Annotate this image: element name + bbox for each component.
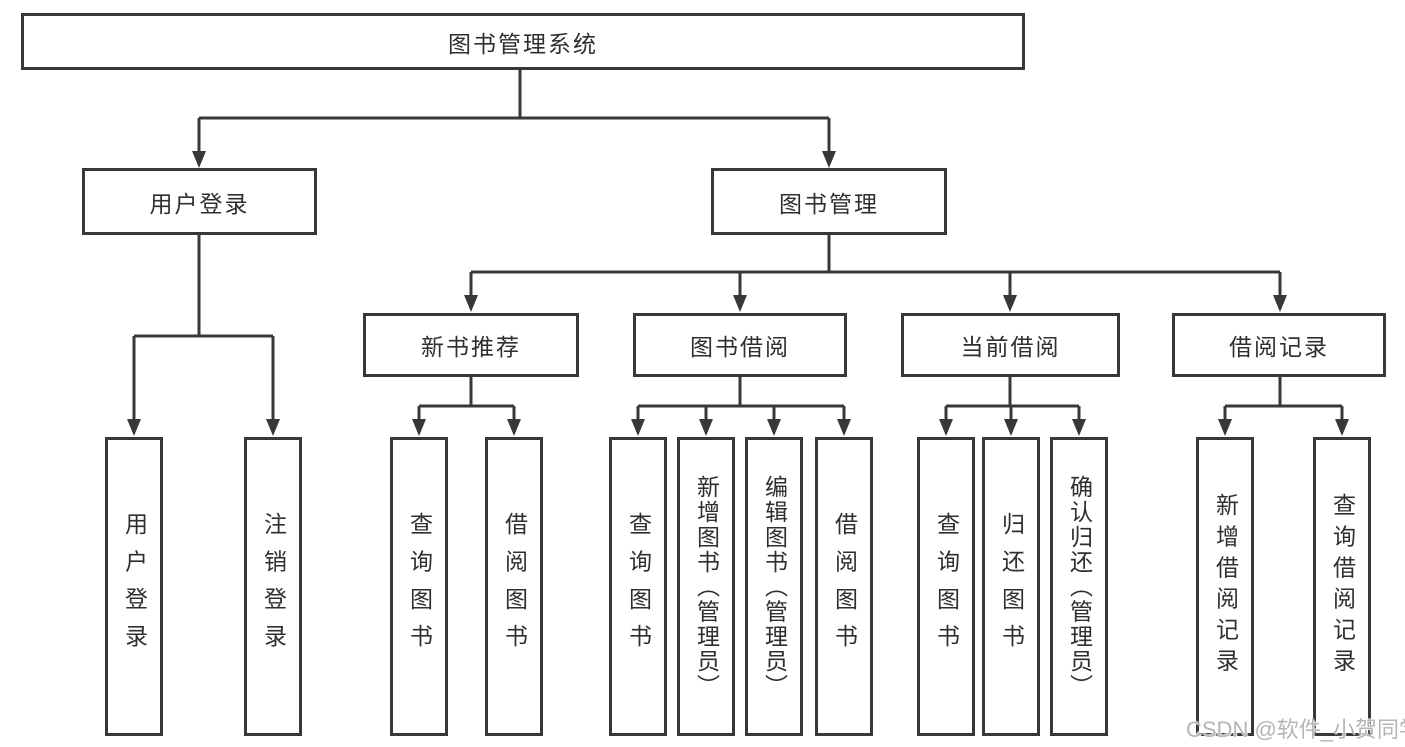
node-current-borrowing-label: 当前借阅 bbox=[960, 334, 1061, 360]
leaf-recommend-borrow-book-label: 借阅图书 bbox=[501, 511, 528, 662]
leaf-confirm-return-admin-label: 确认归还（管理员） bbox=[1066, 474, 1093, 699]
leaf-borrowing-query-book: 查询图书 bbox=[609, 437, 667, 736]
csdn-watermark: CSDN @软件_小贺同学 bbox=[1186, 717, 1405, 742]
leaf-current-query-book-label: 查询图书 bbox=[933, 511, 960, 662]
leaf-confirm-return-admin: 确认归还（管理员） bbox=[1050, 437, 1108, 736]
leaf-borrowing-borrow-book-label: 借阅图书 bbox=[831, 511, 858, 662]
leaf-user-login: 用户登录 bbox=[105, 437, 163, 736]
node-borrow-records-label: 借阅记录 bbox=[1229, 334, 1329, 360]
leaf-add-borrow-record-label: 新增借阅记录 bbox=[1212, 493, 1239, 680]
node-new-book-recommend: 新书推荐 bbox=[363, 313, 579, 377]
leaf-query-borrow-record-label: 查询借阅记录 bbox=[1329, 493, 1356, 680]
node-root-system: 图书管理系统 bbox=[21, 13, 1025, 70]
arrowheads bbox=[127, 151, 1349, 436]
leaf-recommend-borrow-book: 借阅图书 bbox=[485, 437, 543, 736]
leaf-borrowing-query-book-label: 查询图书 bbox=[625, 511, 652, 662]
leaf-recommend-query-book-label: 查询图书 bbox=[406, 511, 433, 662]
leaf-add-book-admin-label: 新增图书（管理员） bbox=[693, 474, 720, 699]
node-book-borrowing-label: 图书借阅 bbox=[690, 334, 790, 360]
leaf-current-query-book: 查询图书 bbox=[917, 437, 975, 736]
node-book-management-label: 图书管理 bbox=[779, 190, 879, 217]
leaf-edit-book-admin: 编辑图书（管理员） bbox=[745, 437, 803, 736]
leaf-return-book-label: 归还图书 bbox=[998, 511, 1025, 662]
leaf-borrowing-borrow-book: 借阅图书 bbox=[815, 437, 873, 736]
node-root-label: 图书管理系统 bbox=[448, 30, 598, 57]
leaf-user-login-label: 用户登录 bbox=[121, 511, 148, 662]
node-current-borrowing: 当前借阅 bbox=[901, 313, 1120, 377]
leaf-add-borrow-record: 新增借阅记录 bbox=[1196, 437, 1254, 736]
leaf-query-borrow-record: 查询借阅记录 bbox=[1313, 437, 1371, 736]
node-book-borrowing: 图书借阅 bbox=[633, 313, 847, 377]
node-user-login-label: 用户登录 bbox=[149, 190, 250, 217]
leaf-recommend-query-book: 查询图书 bbox=[390, 437, 448, 736]
leaf-logout: 注销登录 bbox=[244, 437, 302, 736]
node-book-management: 图书管理 bbox=[711, 168, 947, 235]
node-user-login: 用户登录 bbox=[82, 168, 317, 235]
leaf-add-book-admin: 新增图书（管理员） bbox=[677, 437, 735, 736]
leaf-return-book: 归还图书 bbox=[982, 437, 1040, 736]
node-borrow-records: 借阅记录 bbox=[1172, 313, 1386, 377]
leaf-edit-book-admin-label: 编辑图书（管理员） bbox=[761, 474, 788, 699]
leaf-logout-label: 注销登录 bbox=[260, 511, 287, 662]
node-new-book-recommend-label: 新书推荐 bbox=[421, 334, 521, 360]
